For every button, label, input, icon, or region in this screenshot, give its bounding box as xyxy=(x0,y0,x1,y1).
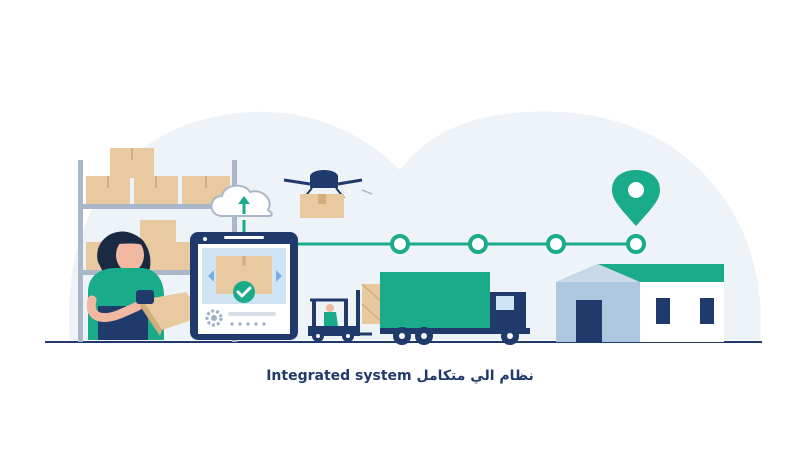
gear-icon xyxy=(205,309,223,327)
forklift xyxy=(308,290,372,342)
forklift-crates xyxy=(361,283,385,325)
caption-text: نظام الي متكامل Integrated system xyxy=(266,368,534,384)
delivery-truck xyxy=(380,272,530,345)
warehouse-building xyxy=(556,264,724,342)
check-icon xyxy=(233,281,255,303)
held-box xyxy=(136,290,204,336)
location-pin-icon xyxy=(612,170,660,226)
worker-woman xyxy=(86,231,164,340)
route-path xyxy=(298,234,646,254)
cloud-upload-icon xyxy=(210,184,273,232)
drone xyxy=(283,170,373,218)
